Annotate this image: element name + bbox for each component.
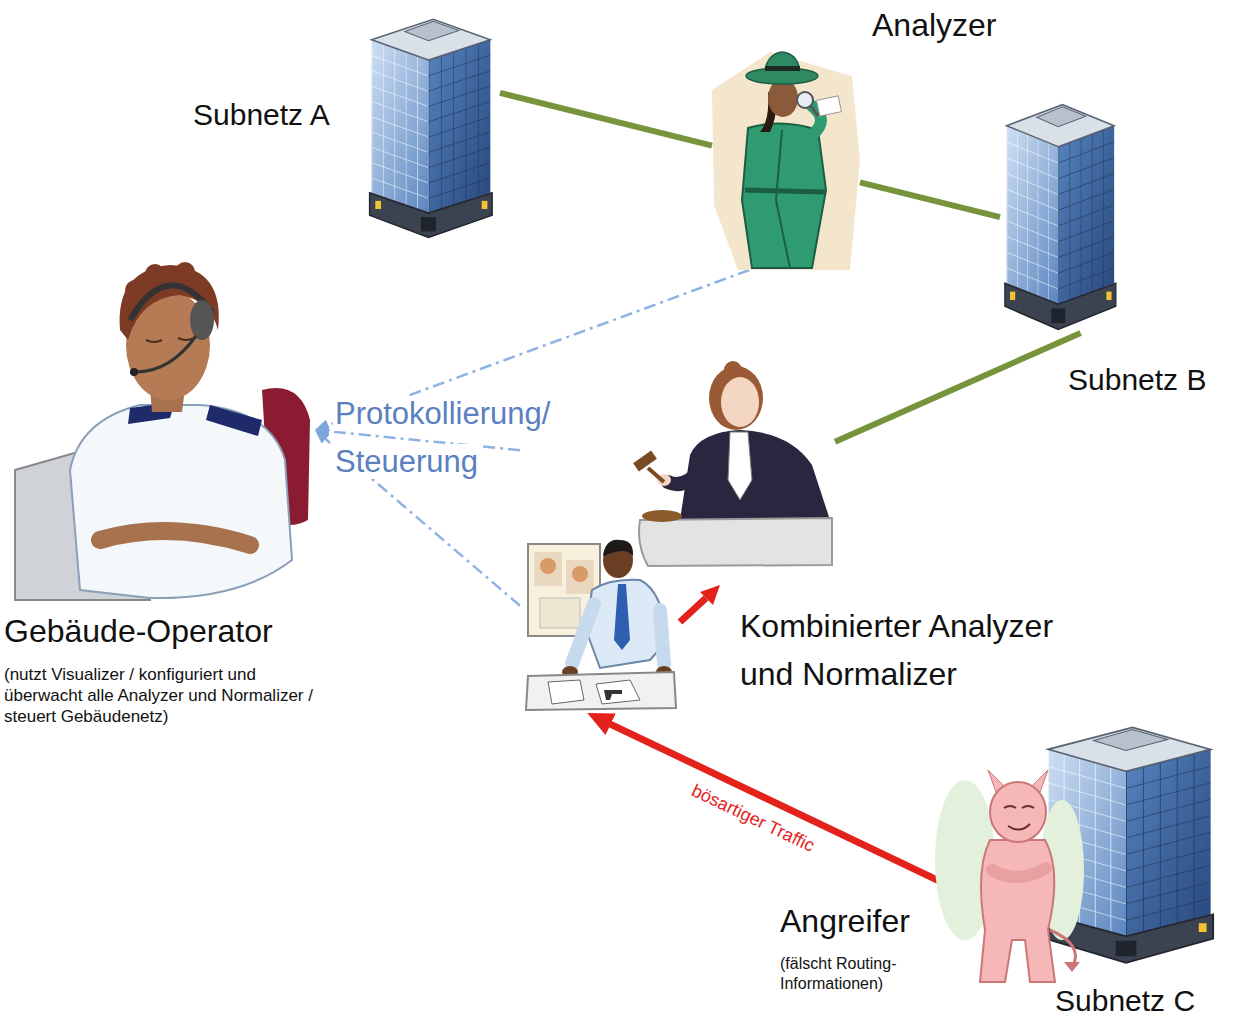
analyzer-figure <box>712 52 860 270</box>
edge-label: bösartiger Traffic <box>687 780 820 857</box>
detective-figure <box>566 560 594 594</box>
judge-figure <box>728 432 752 500</box>
detective-figure <box>572 566 588 582</box>
node-label: Subnetz C <box>1055 984 1195 1018</box>
node-label: Subnetz A <box>193 97 330 133</box>
attacker-figure <box>980 840 1055 982</box>
building-node: Subnetz B <box>1000 88 1122 333</box>
operator-figure <box>15 262 310 600</box>
judge-figure <box>709 366 763 430</box>
attacker-figure <box>1064 962 1080 972</box>
detective-figure <box>540 558 556 574</box>
node-label: Analyzer <box>872 6 997 44</box>
judge-figure <box>633 451 657 472</box>
detective-figure <box>586 580 668 668</box>
node-note: (nutzt Visualizer / konfiguriert und übe… <box>4 664 326 727</box>
building-node: Subnetz A <box>365 5 500 240</box>
building-node: Subnetz C <box>1035 712 1225 967</box>
analyzer-figure <box>817 96 842 116</box>
attacker-figure <box>1004 806 1034 808</box>
operator-figure <box>70 405 292 598</box>
analyzer-figure <box>765 66 800 71</box>
judge-figure <box>639 518 832 566</box>
analyzer-figure <box>776 130 790 268</box>
attacker-figure <box>990 782 1046 842</box>
detective-figure <box>548 680 584 704</box>
operator-figure <box>190 300 214 340</box>
analyzer-figure <box>745 190 825 192</box>
edge-label: Protokollierung/ Steuerung <box>333 396 552 479</box>
detective-figure <box>540 598 580 628</box>
attacker-figure <box>1008 824 1030 830</box>
analyzer-figure <box>742 123 826 268</box>
building-a <box>370 19 493 237</box>
malicious-traffic-arrow <box>604 721 941 882</box>
judge-figure <box>648 468 664 482</box>
network-link <box>860 182 1000 217</box>
detective-figure <box>526 672 676 710</box>
edge-label: bösartiger Traffic <box>686 779 820 859</box>
detective-figure <box>660 610 664 664</box>
network-link <box>835 333 1081 442</box>
network-link <box>500 93 712 146</box>
node-label: Kombinierter Analyzer und Normalizer <box>740 602 1100 698</box>
node-label: Angreifer <box>780 902 910 940</box>
judge-figure <box>721 377 759 427</box>
network-link <box>860 182 1000 217</box>
operator-figure <box>130 368 138 376</box>
analyzer-figure <box>797 92 813 108</box>
malicious-traffic-arrow <box>604 721 941 882</box>
operator-figure <box>145 264 165 284</box>
detective-figure <box>572 604 594 664</box>
network-link <box>500 93 712 146</box>
detective-figure <box>603 540 633 556</box>
detective-figure <box>526 540 676 710</box>
network-link <box>835 333 1081 442</box>
node-label: Gebäude-Operator <box>4 612 273 650</box>
operator-figure <box>146 338 194 342</box>
detective-figure <box>604 690 622 700</box>
handover-arrow <box>680 585 720 622</box>
attacker-node: Angreifer(fälscht Routing-Informationen) <box>940 760 1070 995</box>
analyzer-normalizer-node: Kombinierter Analyzer und Normalizer <box>520 358 835 713</box>
analyzer-node: Analyzer <box>712 42 860 270</box>
node-note: (fälscht Routing-Informationen) <box>780 954 935 994</box>
attacker-figure <box>992 868 1046 877</box>
operator-figure <box>175 262 195 282</box>
operator-figure <box>125 280 145 300</box>
analyzer-figure <box>712 52 860 270</box>
handover-arrow <box>680 598 706 622</box>
building-b <box>1005 105 1116 330</box>
building-a <box>370 19 493 237</box>
building-b <box>1005 105 1116 330</box>
operator-node: Gebäude-Operator(nutzt Visualizer / konf… <box>15 262 315 602</box>
operator-figure <box>100 531 250 545</box>
analyzer-figure <box>811 106 818 116</box>
detective-figure <box>614 584 630 650</box>
edge-label: Protokollierung/ Steuerung <box>333 390 633 486</box>
operator-figure <box>206 405 262 436</box>
detective-figure <box>534 552 562 586</box>
judge-figure <box>668 468 702 484</box>
node-label: Subnetz B <box>1068 362 1206 398</box>
judge-figure <box>633 361 832 566</box>
handover-arrow <box>700 585 720 605</box>
operator-figure <box>136 336 196 372</box>
attacker-figure <box>935 770 1084 982</box>
detective-figure <box>596 680 640 704</box>
operator-figure <box>120 265 219 340</box>
judge-figure <box>642 510 682 522</box>
